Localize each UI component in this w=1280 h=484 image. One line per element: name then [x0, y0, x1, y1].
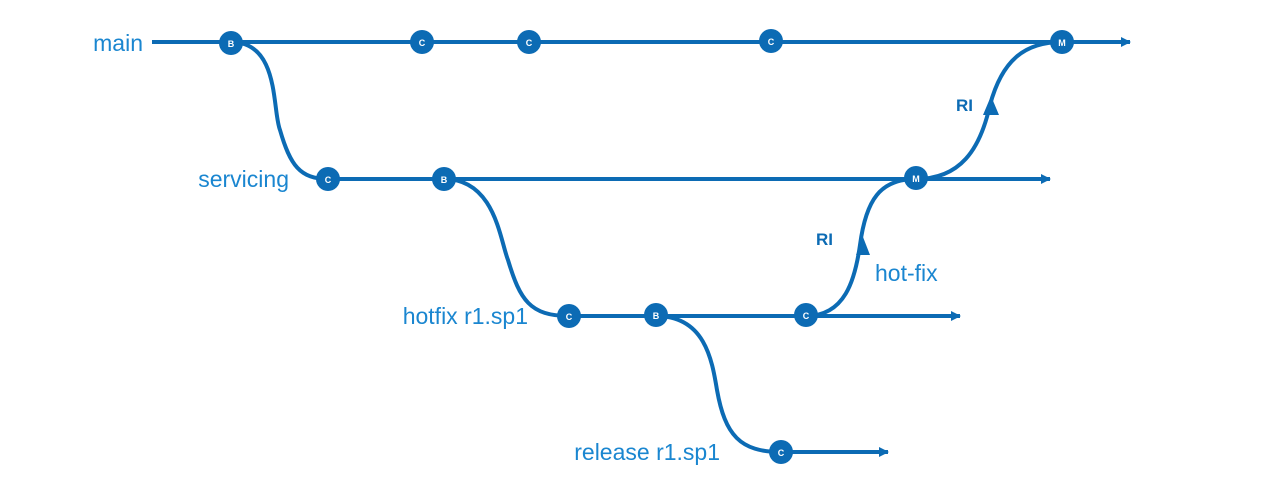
node-letter: C — [566, 312, 573, 322]
node-commit — [410, 30, 434, 54]
node-letter: B — [228, 39, 235, 49]
main-nodes: B C C C M — [219, 29, 1074, 55]
branch-label-hotfix: hotfix r1.sp1 — [403, 303, 528, 329]
ri-arrow-icon — [983, 96, 999, 115]
node-merge — [904, 166, 928, 190]
ri-arrow-icon — [856, 237, 870, 255]
node-letter: C — [419, 38, 426, 48]
branch-curve-hotfix-to-release — [655, 314, 782, 454]
node-letter: M — [1058, 38, 1066, 48]
node-letter: C — [325, 175, 332, 185]
node-commit — [557, 304, 581, 328]
node-letter: C — [526, 38, 533, 48]
ri-label-upper: RI — [956, 96, 973, 115]
node-commit — [517, 30, 541, 54]
servicing-nodes: C B M — [316, 166, 928, 191]
branch-label-main: main — [93, 30, 143, 56]
release-nodes: C — [769, 440, 793, 464]
node-branch — [432, 167, 456, 191]
branch-curve-main-to-servicing — [230, 40, 329, 181]
node-letter: C — [803, 311, 810, 321]
node-letter: B — [441, 175, 448, 185]
branch-curve-servicing-to-hotfix — [443, 177, 570, 318]
node-commit — [316, 167, 340, 191]
hotfix-nodes: C B C — [557, 303, 818, 328]
node-letter: B — [653, 311, 660, 321]
branch-label-release: release r1.sp1 — [574, 439, 720, 465]
node-letter: C — [778, 448, 785, 458]
node-commit — [794, 303, 818, 327]
node-letter: C — [768, 37, 775, 47]
ri-label-lower: RI — [816, 230, 833, 249]
node-branch — [644, 303, 668, 327]
node-commit — [769, 440, 793, 464]
hot-fix-label: hot-fix — [875, 260, 938, 286]
node-branch — [219, 31, 243, 55]
branch-label-servicing: servicing — [198, 166, 289, 192]
node-commit — [759, 29, 783, 53]
node-merge — [1050, 30, 1074, 54]
node-letter: M — [912, 174, 920, 184]
